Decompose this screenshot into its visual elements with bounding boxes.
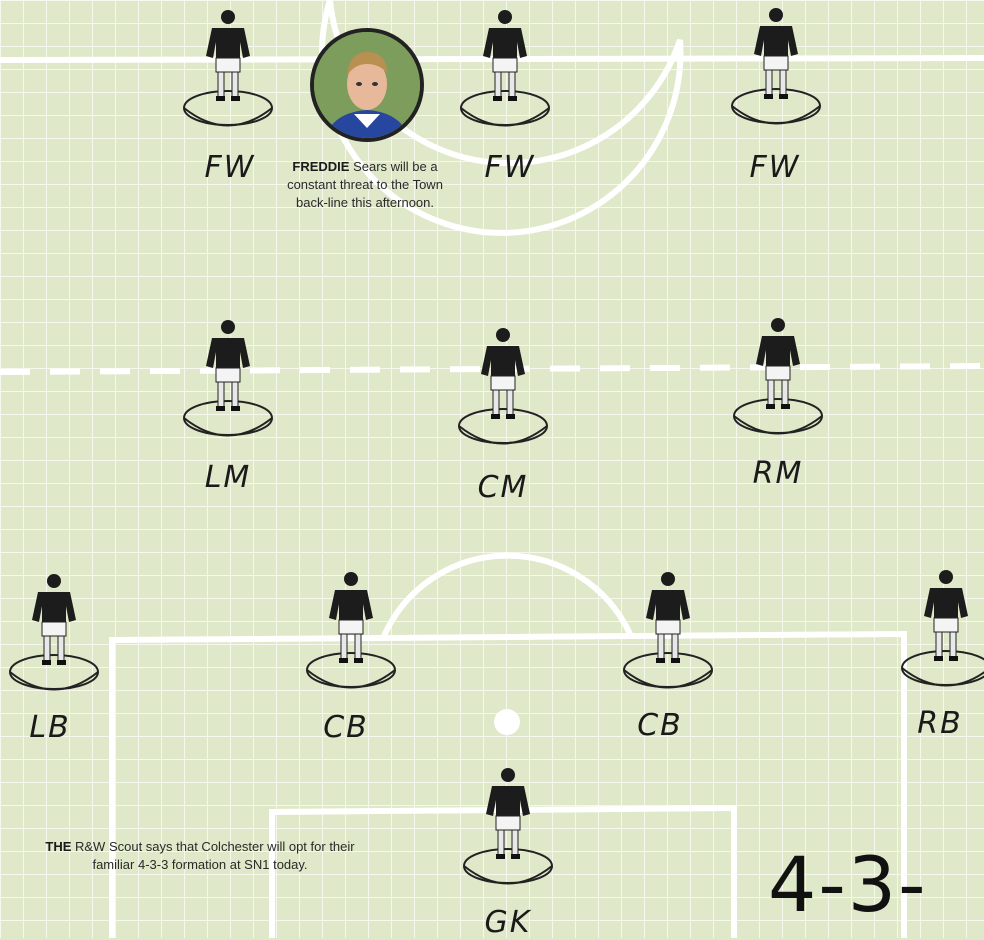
player-figure-icon — [178, 318, 278, 438]
formation-handwritten: 4-3- — [768, 840, 928, 929]
scout-caption: THE R&W Scout says that Colchester will … — [30, 838, 370, 874]
player-figure-icon — [4, 572, 104, 692]
player-figure-icon — [726, 6, 826, 126]
position-label: RM — [753, 456, 804, 491]
position-label: CB — [323, 710, 369, 745]
freddie-caption: FREDDIE Sears will be a constant threat … — [270, 158, 460, 212]
penalty-spot — [494, 709, 520, 735]
player-figure-icon — [896, 568, 984, 688]
position-label: LM — [205, 460, 252, 495]
player-figure-icon — [453, 326, 553, 446]
position-label: FW — [750, 150, 801, 185]
player-figure-icon — [728, 316, 828, 436]
position-label: CM — [478, 470, 529, 505]
position-label: CB — [637, 708, 683, 743]
player-figure-icon — [301, 570, 401, 690]
position-label: FW — [205, 150, 256, 185]
position-label: RB — [917, 706, 962, 741]
player-figure-icon — [455, 8, 555, 128]
position-label: FW — [485, 150, 536, 185]
player-photo — [310, 28, 424, 142]
player-figure-icon — [178, 8, 278, 128]
position-label: LB — [29, 710, 70, 745]
position-label: GK — [485, 905, 532, 940]
player-figure-icon — [458, 766, 558, 886]
player-figure-icon — [618, 570, 718, 690]
